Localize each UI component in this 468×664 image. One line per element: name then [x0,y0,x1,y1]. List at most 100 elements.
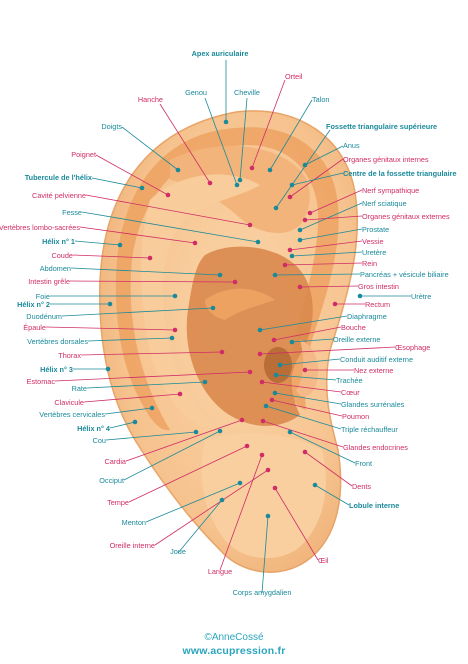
label-doigts: Doigts [101,122,122,131]
label-estomac: Estomac [26,377,55,386]
acupoint-orgext [302,217,308,223]
leader-line-lobule [314,484,350,506]
leader-line-oreilleint [154,469,269,546]
acupoint-nsci [297,227,303,233]
acupoint-gendo [260,418,266,424]
earlobe [201,433,326,559]
leader-line-poignet [95,154,169,196]
leader-line-tub [91,177,143,189]
acupoint-gros [297,284,303,290]
leader-line-cavite [85,194,251,226]
helix-band [115,127,339,431]
label-helix3: Hélix n° 3 [40,365,73,374]
label-fesse: Fesse [62,208,82,217]
acupoint-oeso [257,351,263,357]
acupoint-orggen [287,194,293,200]
leader-line-dents [304,451,353,487]
acupoint-uretere [289,253,295,259]
tragus [296,340,319,397]
leader-line-dors [87,337,173,342]
acupoint-cavite [247,222,253,228]
leader-line-oeso [259,346,396,355]
label-cou: Cou [92,436,106,445]
label-coeur: Cœur [341,388,360,397]
acupoint-nsymp [307,210,313,216]
acupoint-cou [193,429,199,435]
label-coude: Coude [51,251,73,260]
acupoint-cheville [237,177,243,183]
leader-line-conduit [279,358,341,366]
leader-line-estomac [54,371,251,382]
label-oreille-ext: Oreille externe [333,335,381,344]
acupoint-grele [232,279,238,285]
leader-line-hanche [159,103,211,184]
acupoint-uretre [357,293,363,299]
label-vert-cerv: Vertèbres cervicales [39,410,105,419]
label-tempe: Tempe [107,498,129,507]
label-gros-intestin: Gros intestin [358,282,399,291]
acupoint-cardia [239,417,245,423]
label-helix2: Hélix n° 2 [17,300,50,309]
leader-line-gros [299,285,359,288]
label-vert-lombo: Vertèbres lombo-sacrées [0,223,80,232]
leader-line-cheville [239,97,248,181]
label-org-gen-int: Organes génitaux internes [343,155,429,164]
leader-line-abdomen [70,267,221,276]
leader-line-fossette [275,129,331,209]
acupoint-thorax [219,349,225,355]
leader-line-prost [299,228,363,241]
acupoint-centre [289,182,295,188]
label-glandes-sur: Glandes surrénales [341,400,405,409]
label-intestin-grele: Intestin grêle [28,277,70,286]
label-corps-amyg: Corps amygdalien [232,588,292,597]
label-foie: Foie [35,292,50,301]
leader-line-helix1 [74,240,121,246]
leader-line-duod [61,307,214,317]
website-link[interactable]: www.acupression.fr [182,645,286,657]
label-poignet: Poignet [71,150,96,159]
acupoint-abdomen [217,272,223,278]
acupoint-poumon [269,397,275,403]
acupoint-oreilleint [265,467,271,473]
acupoint-trachee [273,372,279,378]
acupoint-fesse [255,239,261,245]
label-oeil: Œil [318,556,329,565]
label-poumon: Poumon [342,412,370,421]
leader-line-oeil [274,487,319,561]
acupoint-joue [219,497,225,503]
label-cardia: Cardia [104,457,127,466]
label-pancreas: Pancréas + vésicule biliaire [360,270,449,279]
label-prostate: Prostate [362,225,390,234]
acupoint-prost [297,237,303,243]
label-trachee: Trachée [336,376,363,385]
acupoint-oeil [272,485,278,491]
leader-line-trachee [275,374,337,381]
acupoint-langue [259,452,265,458]
leader-line-clav [83,393,181,403]
leader-line-anus [304,145,344,166]
label-dents: Dents [352,482,372,491]
leader-line-coude [72,254,151,259]
label-helix1: Hélix n° 1 [42,237,75,246]
label-anus: Anus [343,141,360,150]
label-nerf-symp: Nerf sympathique [362,186,420,195]
label-langue: Langue [207,567,233,576]
label-fossette-sup: Fossette triangulaire supérieure [326,122,438,131]
acupoint-poignet [165,192,171,198]
label-joue: Joue [170,547,186,556]
acupoint-dors [169,335,175,341]
label-helix4: Hélix n° 4 [77,424,110,433]
leader-line-genou [204,97,238,186]
acupoint-diaph [257,327,263,333]
acupoint-bouche [271,337,277,343]
leader-line-talon [269,99,313,171]
acupoint-dents [302,449,308,455]
label-rein: Rein [362,259,378,268]
acupoint-oext [289,339,295,345]
label-vessie: Vessie [362,237,384,246]
acupoint-apex [223,119,229,125]
leader-line-cerv [104,407,153,415]
crus-helix [205,288,275,320]
acupoint-lombo [192,240,198,246]
